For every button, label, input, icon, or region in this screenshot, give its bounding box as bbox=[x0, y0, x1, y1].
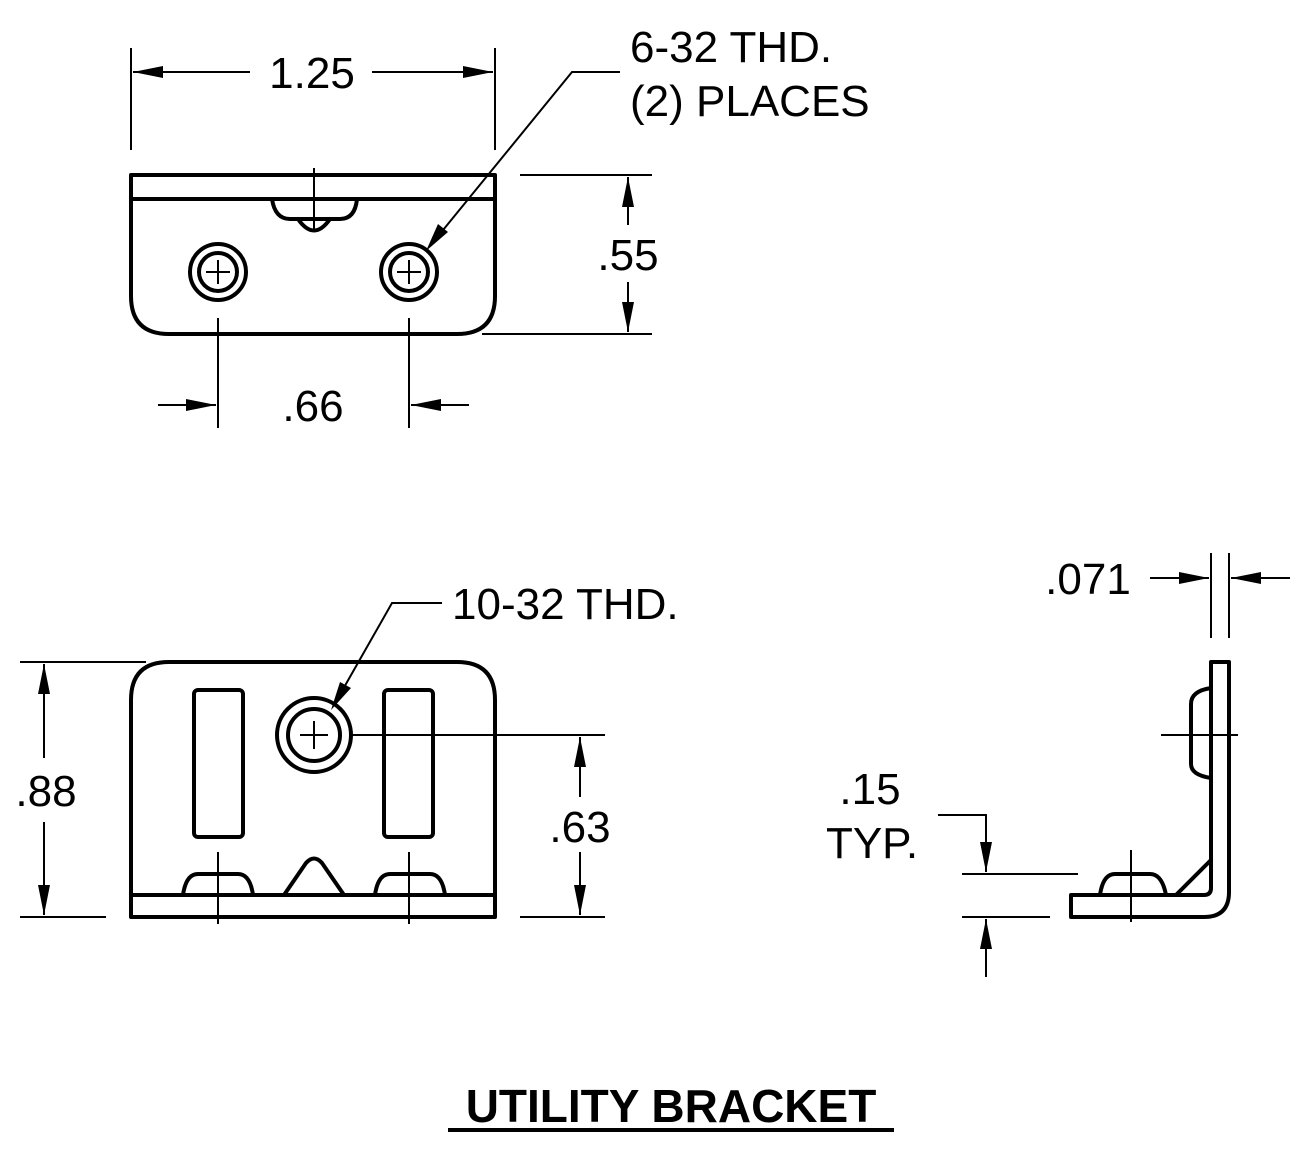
top-view-left-hole bbox=[188, 242, 248, 302]
top-hole-spacing-label: .66 bbox=[282, 382, 343, 431]
top-width-label: 1.25 bbox=[269, 49, 355, 98]
front-view: .88 .63 10-32 THD. bbox=[15, 580, 679, 924]
title-text: UTILITY BRACKET bbox=[466, 1080, 877, 1132]
side-view-gusset bbox=[1174, 858, 1213, 897]
side-thickness-label: .071 bbox=[1045, 555, 1131, 604]
side-view-horizontal-boss bbox=[1098, 872, 1168, 897]
front-view-right-slot bbox=[382, 688, 435, 839]
side-thickness-dimension: .071 bbox=[1045, 553, 1290, 638]
side-view-vertical-boss bbox=[1189, 686, 1213, 780]
top-hole-spacing-dimension: .66 bbox=[158, 318, 469, 431]
top-thread-leader: 6-32 THD. (2) PLACES bbox=[426, 23, 870, 251]
front-thread-leader: 10-32 THD. bbox=[331, 580, 679, 710]
front-view-center-hole bbox=[275, 696, 353, 774]
front-height-label: .88 bbox=[15, 767, 76, 816]
front-view-outline bbox=[129, 660, 497, 919]
side-flange-dimension: .15 TYP. bbox=[826, 765, 1078, 977]
top-height-dimension: .55 bbox=[482, 174, 659, 335]
top-width-dimension: 1.25 bbox=[130, 48, 496, 150]
front-height-dimension: .88 bbox=[15, 661, 146, 918]
side-flange-label-line1: .15 bbox=[839, 765, 900, 814]
front-view-left-slot bbox=[192, 688, 245, 839]
top-thread-note-line2: (2) PLACES bbox=[630, 77, 870, 126]
side-view: .071 .15 TYP. bbox=[826, 553, 1290, 977]
top-view-outline bbox=[129, 173, 497, 336]
side-view-profile bbox=[1069, 660, 1231, 919]
side-flange-label-line2: TYP. bbox=[826, 819, 918, 868]
drawing-title: UTILITY BRACKET bbox=[448, 1080, 894, 1132]
front-view-center-tab bbox=[282, 856, 346, 897]
top-view-right-hole bbox=[379, 242, 439, 302]
top-view: 1.25 .55 .66 6-32 THD. (2) PLA bbox=[129, 23, 870, 431]
top-thread-note-line1: 6-32 THD. bbox=[630, 23, 832, 72]
front-hole-height-dimension: .63 bbox=[352, 734, 611, 918]
top-height-label: .55 bbox=[597, 231, 658, 280]
front-hole-height-label: .63 bbox=[549, 803, 610, 852]
front-thread-note: 10-32 THD. bbox=[452, 580, 679, 629]
